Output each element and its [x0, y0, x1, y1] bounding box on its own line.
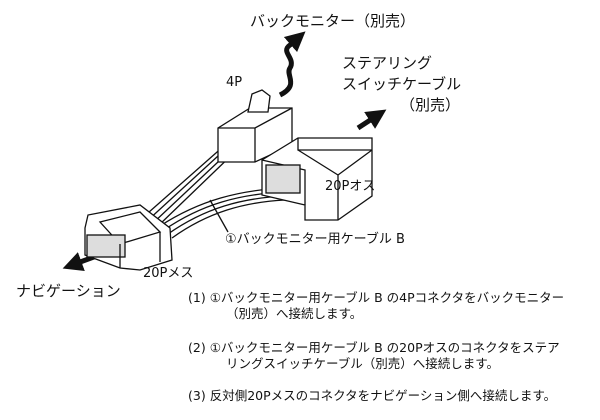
instruction-number: (3): [188, 388, 206, 403]
instruction-text: リングスイッチケーブル（別売）へ接続します。: [226, 356, 500, 371]
instruction-number: (2): [188, 340, 206, 355]
instruction-number: (1): [188, 290, 206, 305]
back-monitor-arrow: [278, 31, 306, 98]
connector-4p-latch: [247, 89, 271, 113]
instruction-text: ①バックモニター用ケーブル B の4Pコネクタをバックモニター: [209, 290, 565, 305]
cable-to-4p: [139, 144, 241, 227]
instruction-1: (1) ①バックモニター用ケーブル B の4Pコネクタをバックモニター （別売）…: [188, 290, 564, 322]
cable-b-leader: [209, 199, 229, 233]
instruction-text: ①バックモニター用ケーブル B の20Pオスのコネクタをステア: [209, 340, 560, 355]
back-monitor-label: バックモニター（別売）: [250, 12, 416, 30]
cable-to-20p: [159, 187, 286, 239]
navigation-label: ナビゲーション: [16, 282, 121, 300]
instruction-text: 反対側20Pメスのコネクタをナビゲーション側へ接続します。: [209, 388, 557, 403]
steering-arrow: [356, 109, 387, 131]
steering-label-line3: （別売）: [400, 96, 461, 114]
20p-male-label: 20Pオス: [325, 179, 376, 194]
cable-b-label: ①バックモニター用ケーブル B: [225, 232, 405, 247]
wiring-diagram: [62, 31, 387, 271]
20p-female-label: 20Pメス: [143, 266, 194, 281]
4p-label: 4P: [226, 75, 243, 90]
instruction-text: （別売）へ接続します。: [226, 306, 363, 321]
steering-label-line2: スイッチケーブル: [342, 75, 462, 93]
instruction-3: (3) 反対側20Pメスのコネクタをナビゲーション側へ接続します。: [188, 388, 556, 404]
steering-label-line1: ステアリング: [342, 54, 433, 72]
instruction-2: (2) ①バックモニター用ケーブル B の20Pオスのコネクタをステア リングス…: [188, 340, 560, 372]
